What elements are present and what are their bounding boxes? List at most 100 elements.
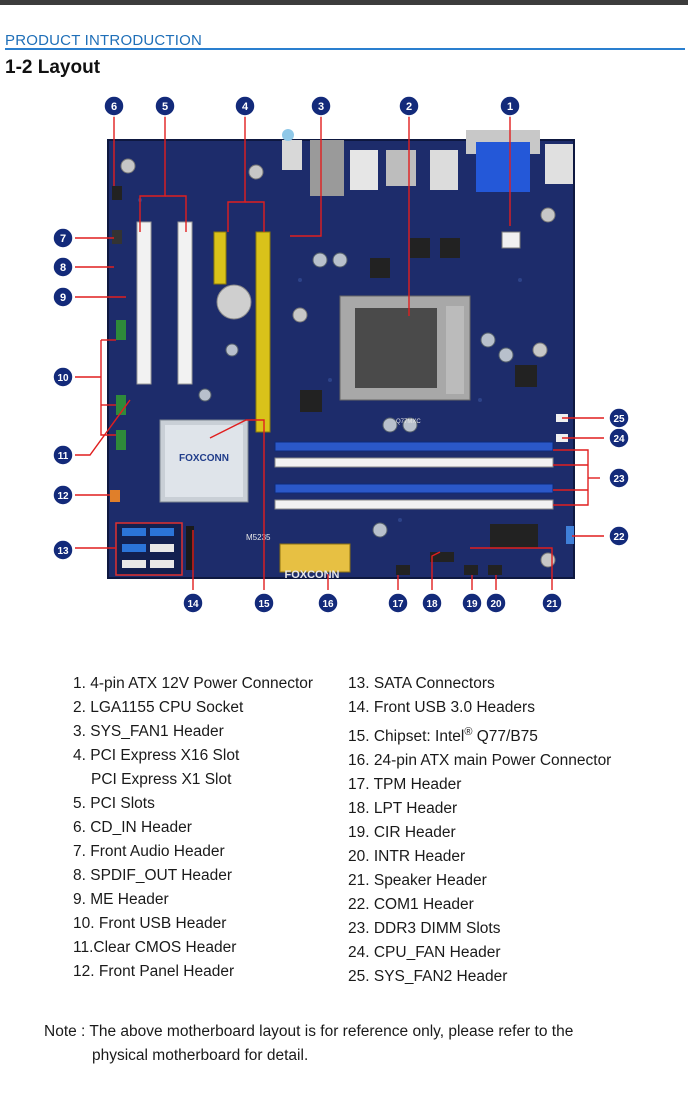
callout-1: 1 — [499, 95, 521, 117]
list-item: 8. SPDIF_OUT Header — [73, 867, 233, 884]
svg-text:7: 7 — [60, 233, 66, 245]
callout-2: 2 — [398, 95, 420, 117]
svg-text:M5235: M5235 — [246, 533, 271, 542]
svg-text:18: 18 — [426, 599, 438, 610]
svg-text:16: 16 — [322, 599, 334, 610]
atx12v-connector — [501, 231, 521, 249]
list-item: 13. SATA Connectors — [348, 675, 495, 692]
svg-text:14: 14 — [187, 599, 199, 610]
callout-15: 15 — [253, 592, 275, 614]
svg-text:24: 24 — [613, 434, 625, 445]
chipset-heatsink: FOXCONN — [159, 419, 249, 503]
svg-text:5: 5 — [162, 101, 168, 113]
list-item: PCI Express X1 Slot — [91, 771, 232, 788]
callout-10: 10 — [52, 366, 74, 388]
svg-text:12: 12 — [57, 491, 69, 502]
svg-text:23: 23 — [613, 474, 625, 485]
callout-12: 12 — [52, 484, 74, 506]
svg-text:17: 17 — [392, 599, 404, 610]
list-item: 17. TPM Header — [348, 776, 462, 794]
list-item: 1. 4-pin ATX 12V Power Connector — [73, 675, 314, 692]
callout-14: 14 — [182, 592, 204, 614]
svg-text:3: 3 — [318, 101, 324, 113]
list-item: 20. INTR Header — [348, 848, 466, 866]
callout-20: 20 — [485, 592, 507, 614]
list-item: 14. Front USB 3.0 Headers — [348, 699, 535, 716]
callout-24: 24 — [608, 427, 630, 449]
svg-text:25: 25 — [613, 414, 625, 425]
reference-note: Note : The above motherboard layout is f… — [44, 1020, 573, 1068]
svg-text:FOXCONN: FOXCONN — [285, 569, 340, 581]
note-line-2: physical motherboard for detail. — [92, 1047, 309, 1064]
list-item: 24. CPU_FAN Header — [348, 944, 501, 962]
callout-3: 3 — [310, 95, 332, 117]
section-divider — [5, 48, 685, 50]
atx24pin-connector — [279, 543, 351, 573]
svg-text:6: 6 — [111, 101, 117, 113]
list-item: 5. PCI Slots — [73, 795, 155, 812]
svg-text:8: 8 — [60, 262, 66, 274]
svg-text:13: 13 — [57, 546, 69, 557]
list-item: 15. Chipset: Intel® Q77/B75 — [348, 726, 538, 746]
svg-text:2: 2 — [406, 101, 412, 113]
callout-22: 22 — [608, 525, 630, 547]
callout-19: 19 — [461, 592, 483, 614]
svg-text:10: 10 — [57, 373, 69, 384]
svg-text:19: 19 — [466, 599, 478, 610]
svg-text:20: 20 — [490, 599, 502, 610]
list-item: 9. ME Header — [73, 891, 169, 908]
svg-text:Q77MXC: Q77MXC — [396, 419, 421, 425]
list-item: 2. LGA1155 CPU Socket — [73, 699, 244, 716]
svg-text:11: 11 — [58, 451, 69, 462]
note-line-1: Note : The above motherboard layout is f… — [44, 1023, 574, 1040]
callout-18: 18 — [421, 592, 443, 614]
callout-17: 17 — [387, 592, 409, 614]
sata-connectors — [115, 522, 183, 576]
callout-16: 16 — [317, 592, 339, 614]
motherboard-layout-diagram: FOXCONN FOXCONN M5235 Q77MXC — [52, 95, 630, 614]
callout-6: 6 — [103, 95, 125, 117]
pcie-x1-slot — [213, 231, 227, 285]
component-list-right: 13. SATA Connectors 14. Front USB 3.0 He… — [348, 672, 611, 989]
pci-slots — [136, 221, 193, 385]
list-item: 18. LPT Header — [348, 800, 458, 818]
list-item: 11.Clear CMOS Header — [73, 939, 237, 956]
list-item: 23. DDR3 DIMM Slots — [348, 920, 501, 938]
list-item: 3. SYS_FAN1 Header — [73, 723, 224, 740]
list-item: 19. CIR Header — [348, 824, 456, 842]
svg-text:9: 9 — [60, 292, 66, 304]
page-title: 1-2 Layout — [5, 57, 101, 78]
list-item: 25. SYS_FAN2 Header — [348, 968, 508, 986]
callout-9: 9 — [52, 286, 74, 308]
svg-text:FOXCONN: FOXCONN — [179, 453, 229, 464]
list-item: 7. Front Audio Header — [73, 843, 225, 860]
callout-25: 25 — [608, 407, 630, 429]
list-item: 16. 24-pin ATX main Power Connector — [348, 752, 612, 770]
callout-5: 5 — [154, 95, 176, 117]
list-item: 21. Speaker Header — [348, 872, 487, 890]
cpu-socket — [339, 295, 471, 401]
list-item: 22. COM1 Header — [348, 896, 474, 914]
list-item: 12. Front Panel Header — [73, 963, 235, 980]
callout-4: 4 — [234, 95, 256, 117]
callout-11: 11 — [52, 444, 74, 466]
list-item: 6. CD_IN Header — [73, 819, 192, 836]
top-border — [0, 0, 688, 5]
callout-21: 21 — [541, 592, 563, 614]
callout-8: 8 — [52, 256, 74, 278]
callout-13: 13 — [52, 539, 74, 561]
list-item: 4. PCI Express X16 Slot — [73, 747, 240, 764]
callout-23: 23 — [608, 467, 630, 489]
pcie-x16-slot — [255, 231, 271, 433]
section-label: PRODUCT INTRODUCTION — [5, 32, 203, 49]
svg-text:4: 4 — [242, 101, 249, 113]
svg-text:21: 21 — [546, 599, 558, 610]
svg-text:15: 15 — [258, 599, 270, 610]
callout-7: 7 — [52, 227, 74, 249]
cmos-battery — [216, 284, 252, 320]
component-list-left: 1. 4-pin ATX 12V Power Connector 2. LGA1… — [73, 672, 313, 984]
list-item: 10. Front USB Header — [73, 915, 227, 932]
svg-text:1: 1 — [507, 101, 513, 113]
svg-text:22: 22 — [613, 532, 625, 543]
rear-io-panel — [282, 129, 573, 196]
